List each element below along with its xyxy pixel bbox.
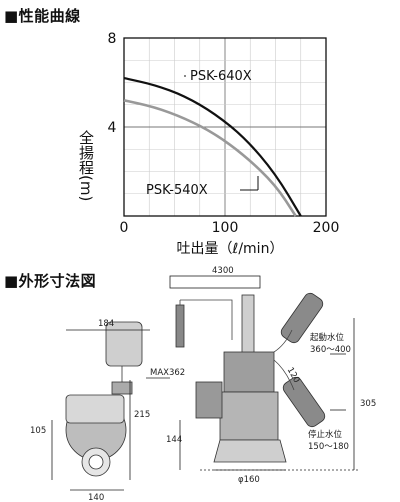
series-label-psk640x: PSK-640X <box>190 69 252 84</box>
dim-4300: 4300 <box>212 266 234 276</box>
section-title-performance: ■性能曲線 <box>4 7 81 25</box>
dim-144: 144 <box>166 435 182 445</box>
x-tick-label: 0 <box>120 220 129 236</box>
discharge-outlet-side <box>195 381 223 419</box>
riser-pipe <box>241 294 255 356</box>
start-level-title: 起動水位 <box>310 332 345 343</box>
dim-max362: MAX362 <box>150 368 185 378</box>
float-switch-top <box>105 321 143 367</box>
dim-215: 215 <box>134 410 150 420</box>
dim-105: 105 <box>30 426 46 436</box>
y-axis-label: 全揚程(m) <box>77 129 95 201</box>
start-level-range: 360～400 <box>310 345 351 355</box>
series-label-psk540x: PSK-540X <box>146 183 208 198</box>
x-tick-label: 200 <box>313 220 340 236</box>
dimension-drawing <box>51 275 360 491</box>
stop-level-title: 停止水位 <box>308 429 343 440</box>
y-tick-label: 4 <box>108 120 117 136</box>
discharge-port-inner <box>88 454 104 470</box>
pump-connector <box>111 381 133 395</box>
x-tick-label: 100 <box>212 220 239 236</box>
pump-base <box>213 439 287 463</box>
section-title-dimensions: ■外形寸法図 <box>4 272 97 290</box>
chart-grid <box>124 38 326 216</box>
float-switch-lower <box>282 376 326 428</box>
chart-frame <box>123 37 327 217</box>
dim-phi160: φ160 <box>238 475 260 485</box>
pump-casing <box>219 391 279 441</box>
x-axis-label: 吐出量（ℓ/min） <box>177 241 284 257</box>
dim-140: 140 <box>88 493 104 502</box>
series-line-psk640x <box>123 76 302 217</box>
pipe-clamp <box>175 304 185 348</box>
dim-bracket-4300 <box>169 275 261 289</box>
stop-level-range: 150～180 <box>308 442 349 452</box>
pump-motor-top <box>65 394 125 424</box>
series-line-psk540x <box>123 99 297 217</box>
float-cables <box>273 329 295 391</box>
dim-305: 305 <box>360 399 376 409</box>
y-tick-label: 8 <box>108 31 117 47</box>
motor-housing <box>223 351 275 393</box>
discharge-pipe <box>179 299 233 345</box>
dim-184: 184 <box>98 319 114 329</box>
